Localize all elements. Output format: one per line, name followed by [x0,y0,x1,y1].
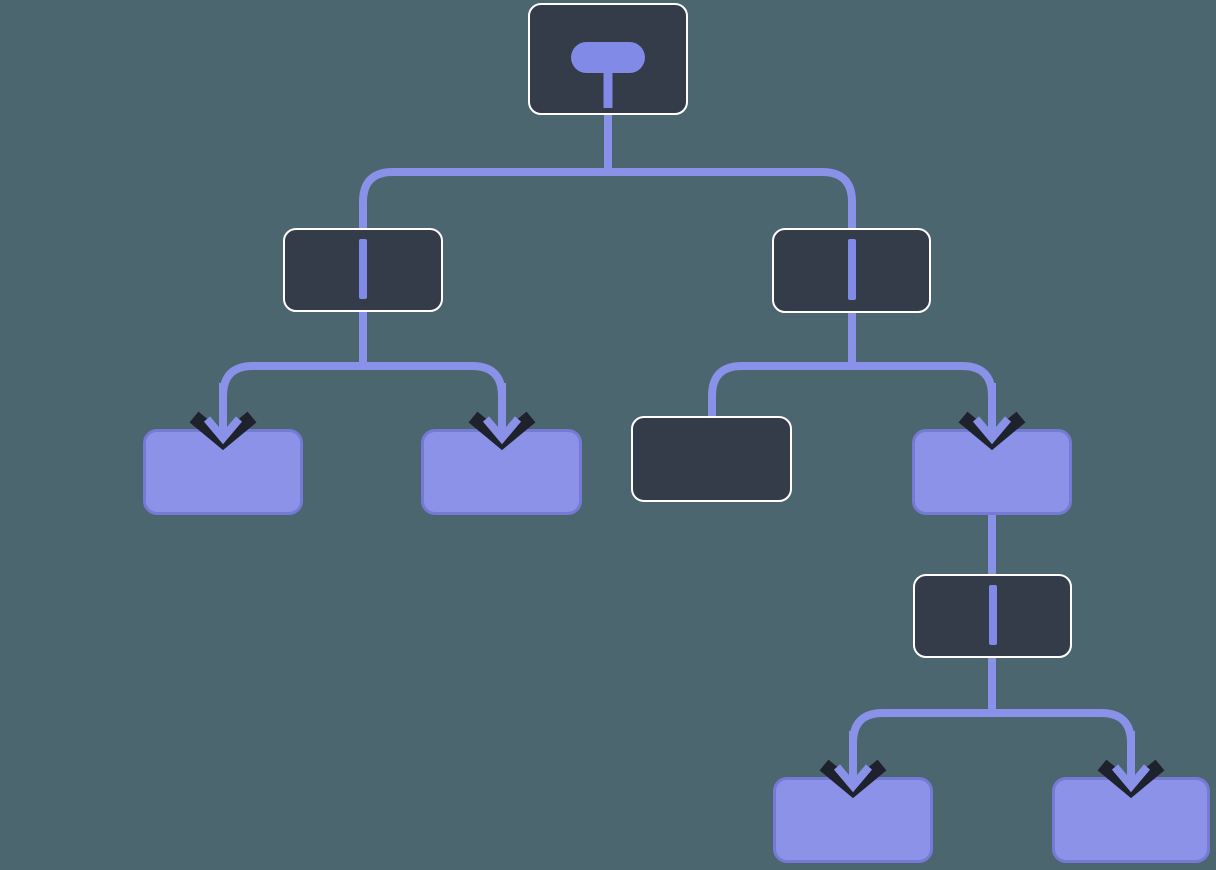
node-divider-line-icon [988,585,997,645]
node-leaf-left-b [421,429,582,515]
node-branch-left [283,228,443,312]
node-child-dark [631,416,792,502]
node-leaf-bottom-a [773,777,933,863]
pill-stem [603,71,613,108]
node-divider-line-icon [847,239,856,300]
node-divider-line-icon [359,239,367,299]
node-leaf-left-a [143,429,303,515]
root-node-pill-icon [530,5,686,113]
node-branch-right [772,228,931,313]
pill-shape [571,42,645,73]
node-root [528,3,688,115]
node-leaf-bottom-b [1052,777,1210,863]
node-branch-bottom [913,574,1072,658]
node-child-purple [912,429,1072,515]
